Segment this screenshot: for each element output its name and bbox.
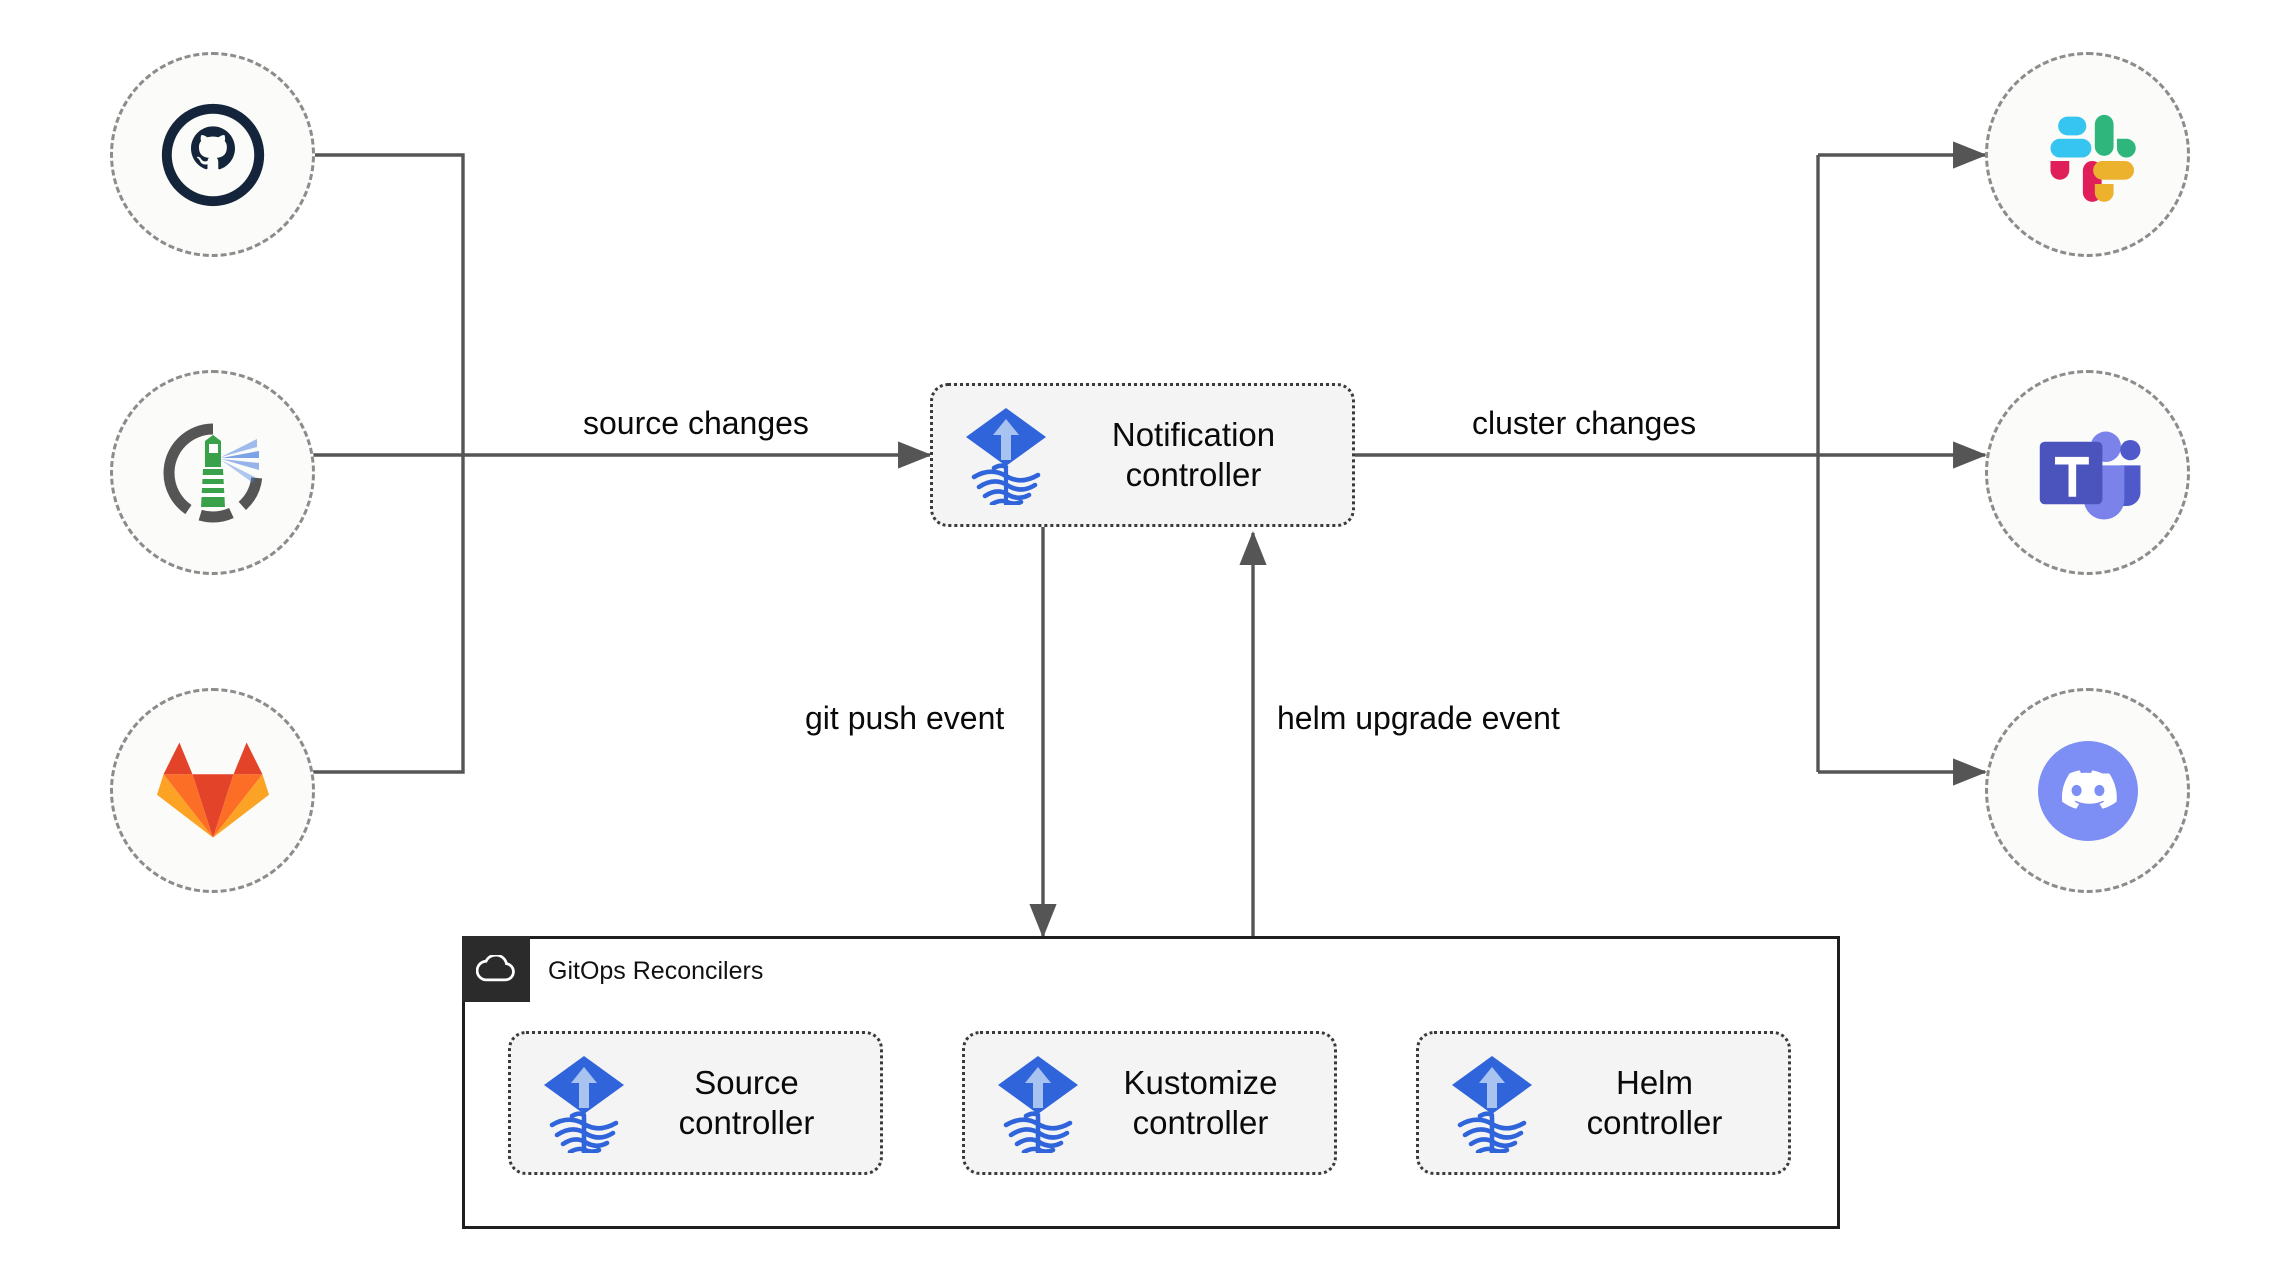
flux-icon — [966, 408, 1046, 505]
flux-icon — [1452, 1056, 1532, 1153]
destination-node-teams[interactable] — [1985, 370, 2190, 575]
gitops-reconcilers-title: GitOps Reconcilers — [548, 957, 764, 985]
destination-node-slack[interactable] — [1985, 52, 2190, 257]
helm-controller-label: Helm controller — [1586, 1063, 1723, 1141]
source-controller-node[interactable]: Source controller — [508, 1031, 883, 1175]
slack-icon — [2049, 114, 2136, 202]
github-icon — [161, 103, 264, 206]
flagger-lighthouse-icon — [163, 423, 262, 523]
edge-label-source-changes: source changes — [583, 405, 809, 441]
source-controller-label: Source controller — [678, 1063, 815, 1141]
source-node-flagger[interactable] — [110, 370, 315, 575]
edge-label-git-push-event: git push event — [805, 700, 1005, 736]
flux-icon — [544, 1056, 624, 1153]
destination-node-discord[interactable] — [1985, 688, 2190, 893]
kustomize-controller-label: Kustomize controller — [1123, 1063, 1278, 1141]
edge-label-cluster-changes: cluster changes — [1472, 405, 1697, 441]
edge-gitlab-to-bus — [313, 455, 465, 774]
kustomize-controller-node[interactable]: Kustomize controller — [962, 1031, 1337, 1175]
gitops-reconcilers-tab — [462, 936, 530, 1002]
cloud-icon — [476, 955, 515, 982]
notification-controller-node[interactable]: Notification controller — [930, 383, 1355, 527]
gitlab-icon — [156, 741, 269, 838]
edge-github-to-bus — [313, 153, 465, 455]
discord-icon — [2037, 740, 2138, 841]
helm-controller-node[interactable]: Helm controller — [1416, 1031, 1791, 1175]
source-node-github[interactable] — [110, 52, 315, 257]
flux-icon — [998, 1056, 1078, 1153]
notification-controller-label: Notification controller — [1111, 415, 1276, 493]
edge-label-helm-upgrade-event: helm upgrade event — [1277, 700, 1560, 736]
source-node-gitlab[interactable] — [110, 688, 315, 893]
microsoft-teams-icon — [2039, 431, 2140, 520]
